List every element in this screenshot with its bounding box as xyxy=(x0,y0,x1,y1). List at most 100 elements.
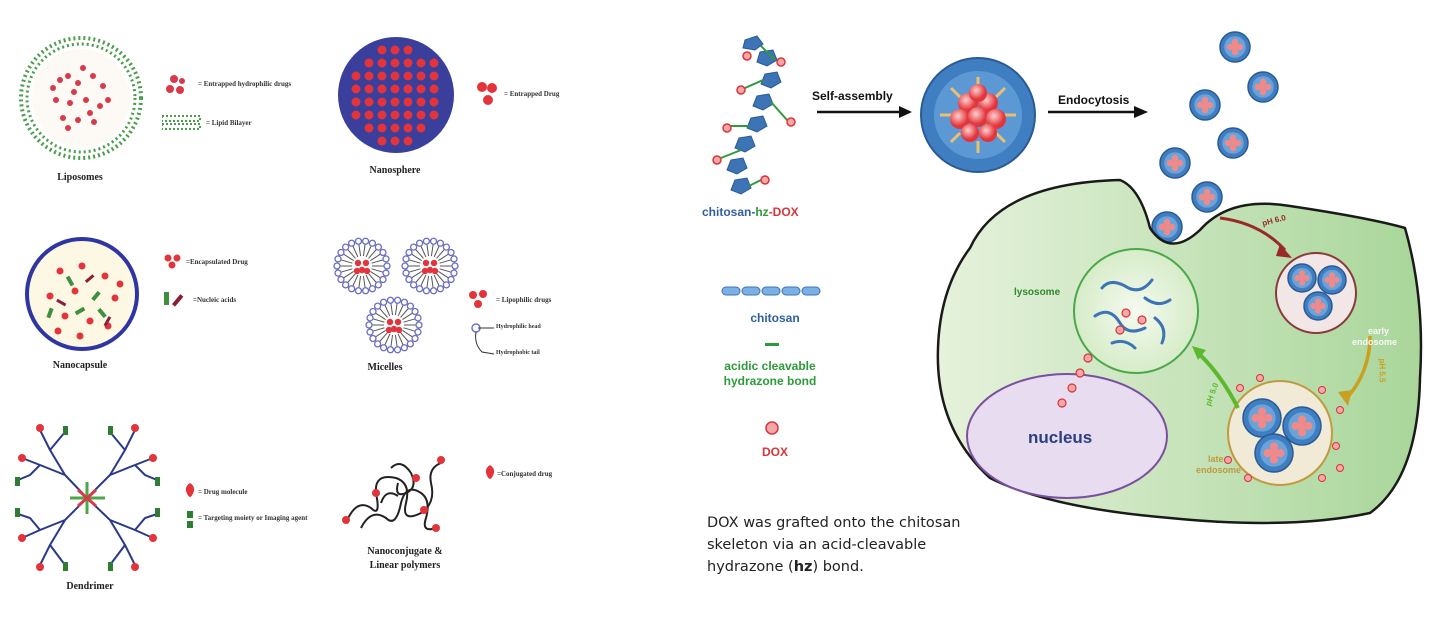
dendrimer-diagram xyxy=(15,424,160,571)
micelle-tail xyxy=(340,268,353,273)
late-endosome-particle-drug xyxy=(1269,455,1279,464)
micelle-tail xyxy=(433,274,440,287)
description-note: DOX was grafted onto the chitosan skelet… xyxy=(707,512,960,578)
nanosphere-drug-dot xyxy=(351,110,361,120)
nanosphere-drug-dot xyxy=(377,123,387,133)
micelle-tail xyxy=(408,268,421,273)
micelle-tail xyxy=(438,270,449,279)
micelle-head xyxy=(414,328,422,336)
micelle-head xyxy=(383,262,391,270)
micelle-tail xyxy=(358,244,362,257)
micelle-head xyxy=(382,269,390,277)
note-line-3a: hydrazone ( xyxy=(707,559,794,575)
early-endosome-particle-drug xyxy=(1314,298,1322,305)
note-line-2: skeleton via an acid-cleavable xyxy=(707,537,927,553)
micelle-head xyxy=(400,298,409,306)
extracellular-particle-drug xyxy=(1224,139,1232,147)
micelle-tail xyxy=(370,270,381,279)
micelle-head xyxy=(442,281,451,289)
nanosphere-drug-dot xyxy=(351,84,361,94)
micelle-drug xyxy=(422,259,430,267)
liposome-diagram xyxy=(19,36,143,160)
dox-label-part: -DOX xyxy=(768,205,799,219)
micelle-drug xyxy=(421,267,429,275)
nanosphere-drug-dot xyxy=(351,71,361,81)
micelle-tail xyxy=(439,268,452,273)
released-dox xyxy=(1256,374,1264,382)
drug-molecule-legend-icon xyxy=(185,483,195,497)
micelle-head xyxy=(422,287,431,295)
micelle-tail xyxy=(411,253,422,262)
released-dox xyxy=(1318,474,1326,482)
micelle-tail xyxy=(362,275,366,288)
dox-legend-icon xyxy=(765,421,779,435)
micelle-tail xyxy=(402,312,413,321)
micelle-head xyxy=(436,239,445,247)
micelle-tail xyxy=(372,327,385,332)
micelle-head xyxy=(429,287,438,295)
released-dox xyxy=(1336,406,1344,414)
micelle-head xyxy=(402,255,410,263)
nanosphere-drug-dot xyxy=(377,45,387,55)
nanosphere-drug-dot xyxy=(416,58,426,68)
nanosphere-drug-dot xyxy=(390,84,400,94)
micelle-head xyxy=(379,275,387,284)
encapsulated-drug-legend-icon xyxy=(164,254,181,269)
extracellular-particle-drug xyxy=(1168,223,1176,231)
note-line-3b: hz xyxy=(793,559,813,575)
self-assembly-arrow xyxy=(817,106,912,118)
micelle-head xyxy=(379,344,388,352)
nanosphere-drug-dot xyxy=(390,71,400,81)
early-endosome-particle-drug xyxy=(1328,272,1336,279)
micelle-drug xyxy=(362,259,370,267)
released-dox xyxy=(1244,474,1252,482)
micelle-head xyxy=(409,281,418,289)
micelle-tail xyxy=(375,329,386,338)
early-endosome-particle-drug xyxy=(1298,279,1306,286)
micelle-head xyxy=(402,269,410,277)
nanosphere-drug-dot xyxy=(403,45,413,55)
micelle-tail xyxy=(438,253,449,262)
entrapped-drug-legend-icon xyxy=(477,82,497,105)
micelle-head xyxy=(379,248,387,257)
extracellular-particle-drug xyxy=(1226,43,1234,51)
hz-label-part: hz xyxy=(755,205,769,219)
micelle-tail xyxy=(430,275,434,288)
micelle-head xyxy=(411,307,419,316)
extracellular-particle-drug xyxy=(1176,159,1184,167)
extracellular-particle-drug xyxy=(1201,106,1209,114)
micelle-head xyxy=(369,307,377,316)
extracellular-particle-drug xyxy=(1229,134,1237,142)
micelle-head xyxy=(334,269,342,277)
micelle-tail xyxy=(365,245,372,258)
extracellular-particle-drug xyxy=(1229,144,1237,152)
extracellular-particle-drug xyxy=(1201,96,1209,104)
extracellular-particle-drug xyxy=(1198,193,1206,201)
nanosphere-drug-dot xyxy=(377,84,387,94)
micelle-head xyxy=(379,298,388,306)
micelle-tail xyxy=(362,244,366,257)
extracellular-particle-drug xyxy=(1201,101,1209,109)
released-dox xyxy=(1332,442,1340,450)
dendrimer-legend-drug: = Drug molecule xyxy=(198,488,248,496)
micelle-tail xyxy=(415,273,424,283)
hydrophilic-drug-legend-icon xyxy=(166,75,185,94)
micelle-head xyxy=(436,285,445,293)
micelle-head xyxy=(442,243,451,251)
micelle-head xyxy=(374,243,383,251)
micelle-drug xyxy=(358,266,366,274)
dendrimer-caption: Dendrimer xyxy=(66,581,114,592)
released-dox xyxy=(1336,464,1344,472)
early-endosome-particle-drug xyxy=(1324,276,1331,284)
micelle-head xyxy=(411,334,419,343)
micelle-tail xyxy=(370,253,381,262)
lysosome-label: lysosome xyxy=(1014,287,1061,298)
nanosphere-drug-dot xyxy=(364,123,374,133)
micelle-tail xyxy=(368,249,377,259)
nanosphere-drug-dot xyxy=(364,71,374,81)
extracellular-particle-drug xyxy=(1203,198,1211,206)
nanosphere-drug-dot xyxy=(416,110,426,120)
micelle-head xyxy=(334,255,342,263)
chitosan-dox-strand xyxy=(712,35,796,195)
extracellular-particle-drug xyxy=(1259,78,1267,86)
